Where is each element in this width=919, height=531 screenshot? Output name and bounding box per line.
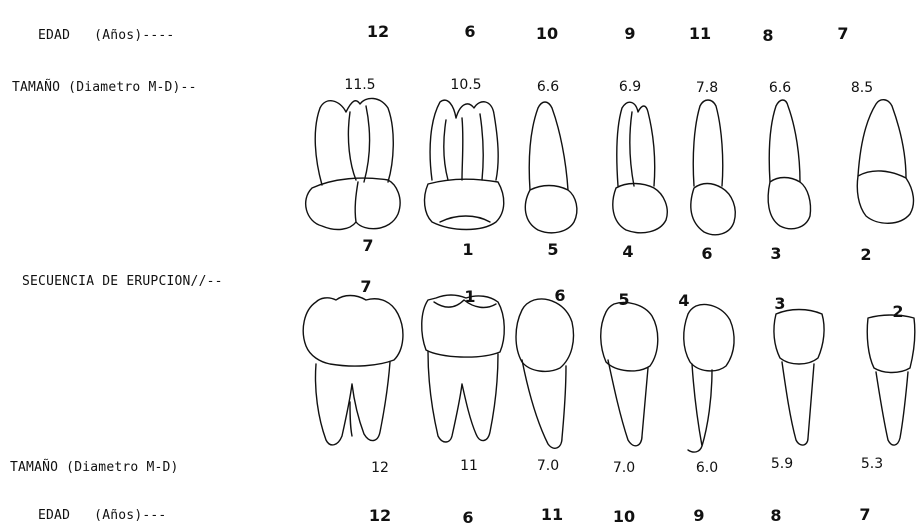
lower-second-molar-tooth: [422, 295, 505, 442]
upper-central-incisor-tooth: [857, 100, 913, 224]
upper-first-premolar-tooth: [613, 102, 667, 233]
upper-second-molar-tooth: [425, 100, 504, 229]
lower-first-molar-tooth: [303, 296, 403, 445]
lower-central-incisor-tooth: [867, 315, 915, 445]
lower-first-premolar-tooth: [601, 303, 658, 446]
upper-lateral-incisor-tooth: [768, 100, 810, 229]
lower-canine-tooth: [516, 299, 574, 448]
upper-second-premolar-tooth: [691, 100, 735, 235]
upper-first-molar-tooth: [306, 98, 400, 229]
lower-second-premolar-tooth: [684, 305, 734, 453]
upper-canine-tooth: [525, 102, 577, 233]
lower-lateral-incisor-tooth: [774, 310, 824, 446]
